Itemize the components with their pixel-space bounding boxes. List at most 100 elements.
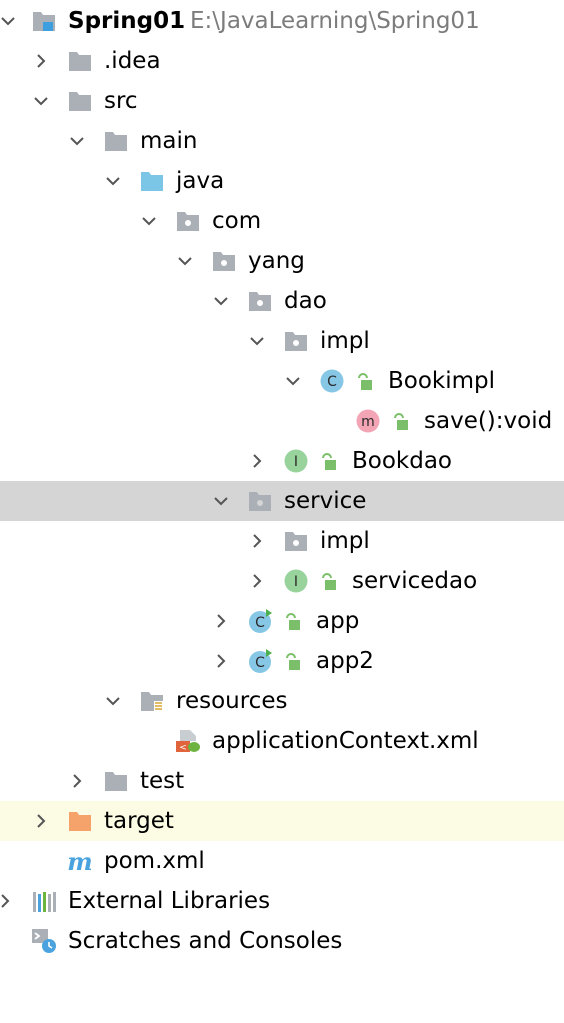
tree-row-dao[interactable]: dao [0, 281, 564, 321]
expand-arrow-icon[interactable] [67, 131, 87, 151]
tree-label: dao [284, 288, 327, 314]
collapse-arrow-icon[interactable] [0, 891, 15, 911]
expand-arrow-icon[interactable] [103, 691, 123, 711]
tree-row-app2[interactable]: C app2 [0, 641, 564, 681]
collapse-arrow-icon[interactable] [211, 611, 231, 631]
tree-row-bookdao[interactable]: I Bookdao [0, 441, 564, 481]
tree-label: yang [248, 248, 305, 274]
expand-arrow-icon[interactable] [175, 251, 195, 271]
expand-arrow-icon[interactable] [211, 291, 231, 311]
tree-label: save():void [424, 408, 553, 434]
project-tree: Spring01 E:\JavaLearning\Spring01 .idea … [0, 1, 564, 961]
folder-icon [104, 769, 128, 793]
collapse-arrow-icon[interactable] [247, 531, 267, 551]
expand-arrow-icon[interactable] [247, 331, 267, 351]
tree-label: External Libraries [68, 888, 271, 914]
resources-folder-icon [140, 689, 164, 713]
tree-row-idea[interactable]: .idea [0, 41, 564, 81]
tree-label: pom.xml [104, 848, 205, 874]
expand-arrow-icon[interactable] [283, 371, 303, 391]
folder-icon [104, 129, 128, 153]
tree-label: Scratches and Consoles [68, 928, 343, 954]
public-lock-icon [284, 612, 300, 630]
project-name: Spring01 [68, 8, 186, 34]
class-icon: C [320, 369, 344, 393]
collapse-arrow-icon[interactable] [31, 811, 51, 831]
tree-label: Bookdao [352, 448, 453, 474]
tree-row-external-libraries[interactable]: External Libraries [0, 881, 564, 921]
tree-row-src[interactable]: src [0, 81, 564, 121]
tree-label: app2 [316, 648, 374, 674]
collapse-arrow-icon[interactable] [211, 651, 231, 671]
class-badge-letter: C [255, 615, 265, 631]
maven-icon: m [68, 849, 92, 873]
collapse-arrow-icon[interactable] [247, 571, 267, 591]
tree-row-com[interactable]: com [0, 201, 564, 241]
package-icon [212, 249, 236, 273]
tree-label: Bookimpl [388, 368, 496, 394]
svg-text:<: < [179, 743, 187, 753]
tree-row-pom[interactable]: m pom.xml [0, 841, 564, 881]
tree-row-servicedao[interactable]: I servicedao [0, 561, 564, 601]
tree-label: resources [176, 688, 288, 714]
expand-arrow-icon[interactable] [31, 91, 51, 111]
expand-arrow-icon[interactable] [103, 171, 123, 191]
tree-row-dao-impl[interactable]: impl [0, 321, 564, 361]
collapse-arrow-icon[interactable] [67, 771, 87, 791]
tree-label: target [104, 808, 174, 834]
class-badge-letter: C [327, 374, 337, 390]
method-icon: m [356, 409, 380, 433]
expand-arrow-icon[interactable] [139, 211, 159, 231]
public-lock-icon [320, 572, 336, 590]
tree-row-bookimpl[interactable]: C Bookimpl [0, 361, 564, 401]
method-badge-letter: m [361, 414, 375, 430]
tree-row-yang[interactable]: yang [0, 241, 564, 281]
tree-label: com [212, 208, 262, 234]
package-icon [248, 489, 272, 513]
expand-arrow-icon[interactable] [211, 491, 231, 511]
source-folder-icon [140, 169, 164, 193]
tree-row-test[interactable]: test [0, 761, 564, 801]
folder-icon [68, 49, 92, 73]
tree-label: servicedao [352, 568, 478, 594]
interface-badge-letter: I [294, 454, 298, 470]
interface-icon: I [284, 449, 308, 473]
tree-row-target[interactable]: target [0, 801, 564, 841]
tree-label: impl [320, 328, 370, 354]
package-icon [284, 329, 308, 353]
collapse-arrow-icon[interactable] [247, 451, 267, 471]
project-path: E:\JavaLearning\Spring01 [190, 8, 480, 34]
public-lock-icon [284, 652, 300, 670]
tree-row-save-method[interactable]: m save():void [0, 401, 564, 441]
interface-badge-letter: I [294, 574, 298, 590]
spring-xml-file-icon: < [176, 729, 200, 753]
class-badge-letter: C [255, 655, 265, 671]
excluded-folder-icon [68, 809, 92, 833]
tree-row-scratches[interactable]: Scratches and Consoles [0, 921, 564, 961]
tree-row-service[interactable]: service [0, 481, 564, 521]
package-icon [248, 289, 272, 313]
tree-label: .idea [104, 48, 161, 74]
collapse-arrow-icon[interactable] [31, 51, 51, 71]
tree-row-application-context[interactable]: < applicationContext.xml [0, 721, 564, 761]
tree-row-main[interactable]: main [0, 121, 564, 161]
runnable-class-icon: C [248, 649, 272, 673]
svg-text:m: m [68, 849, 92, 873]
tree-label: test [140, 768, 185, 794]
tree-label: main [140, 128, 198, 154]
tree-row-java[interactable]: java [0, 161, 564, 201]
folder-icon [68, 89, 92, 113]
tree-row-resources[interactable]: resources [0, 681, 564, 721]
scratches-icon [32, 929, 56, 953]
library-icon [32, 889, 56, 913]
package-icon [284, 529, 308, 553]
package-icon [176, 209, 200, 233]
expand-arrow-icon[interactable] [0, 11, 18, 31]
tree-row-service-impl[interactable]: impl [0, 521, 564, 561]
tree-row-spring01[interactable]: Spring01 E:\JavaLearning\Spring01 [0, 1, 564, 41]
tree-label: java [176, 168, 225, 194]
public-lock-icon [392, 412, 408, 430]
tree-row-app[interactable]: C app [0, 601, 564, 641]
public-lock-icon [320, 452, 336, 470]
module-folder-icon [32, 9, 56, 33]
